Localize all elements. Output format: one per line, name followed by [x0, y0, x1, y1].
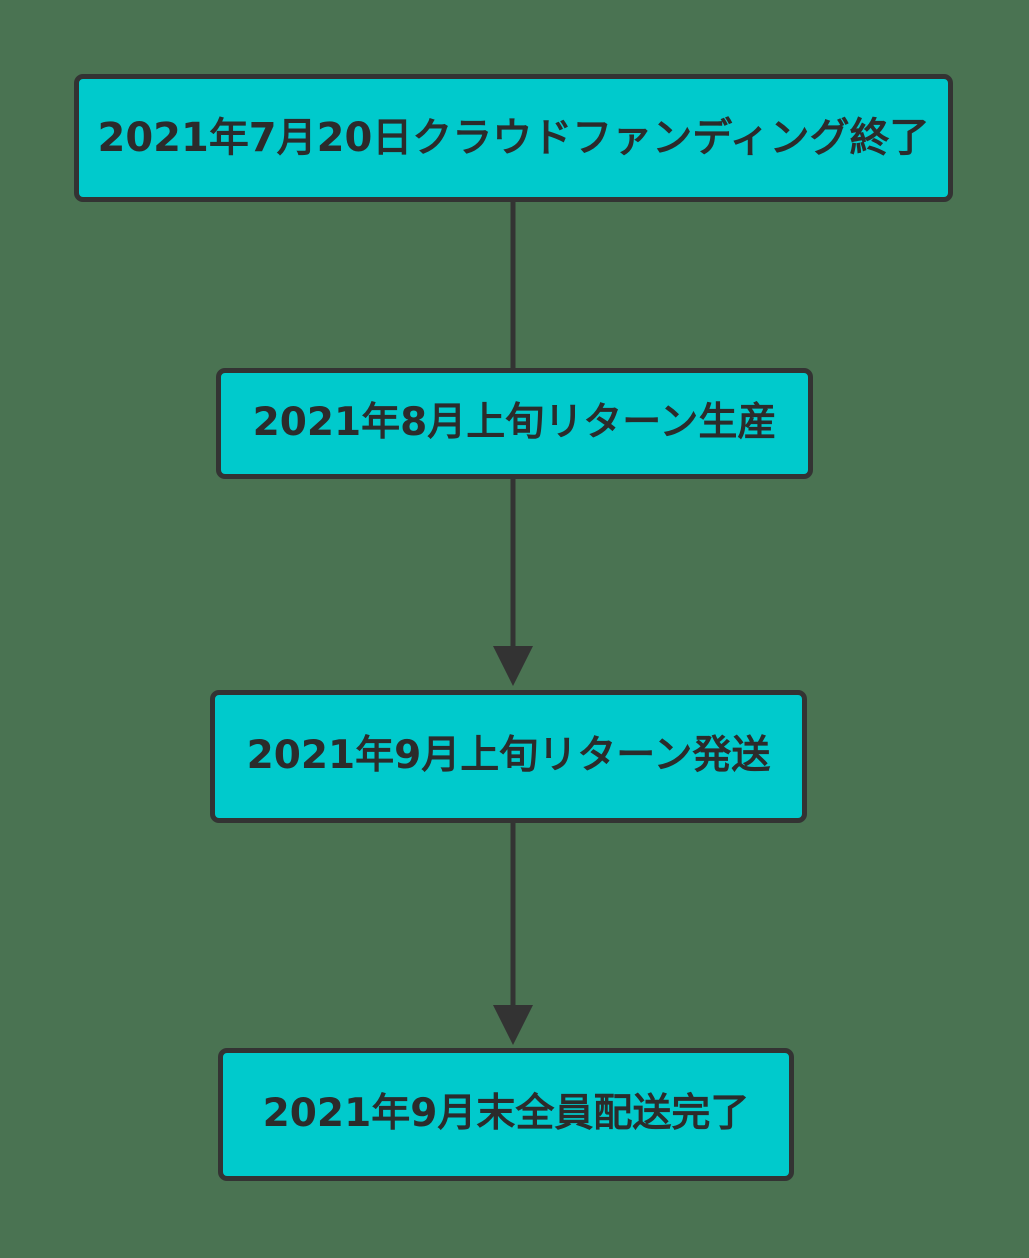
flowchart-node-label: 2021年9月末全員配送完了 [262, 1091, 750, 1137]
flowchart-node-label: 2021年8月上旬リターン生産 [252, 400, 777, 446]
flowchart-node-return-production[interactable]: 2021年8月上旬リターン生産 [216, 368, 813, 479]
flowchart-node-delivery-complete[interactable]: 2021年9月末全員配送完了 [218, 1048, 794, 1181]
flowchart-node-crowdfunding-end[interactable]: 2021年7月20日クラウドファンディング終了 [74, 74, 953, 202]
flowchart-node-return-shipping[interactable]: 2021年9月上旬リターン発送 [210, 690, 807, 823]
flowchart-node-label: 2021年9月上旬リターン発送 [246, 733, 771, 779]
flowchart-node-label: 2021年7月20日クラウドファンディング終了 [97, 115, 930, 161]
